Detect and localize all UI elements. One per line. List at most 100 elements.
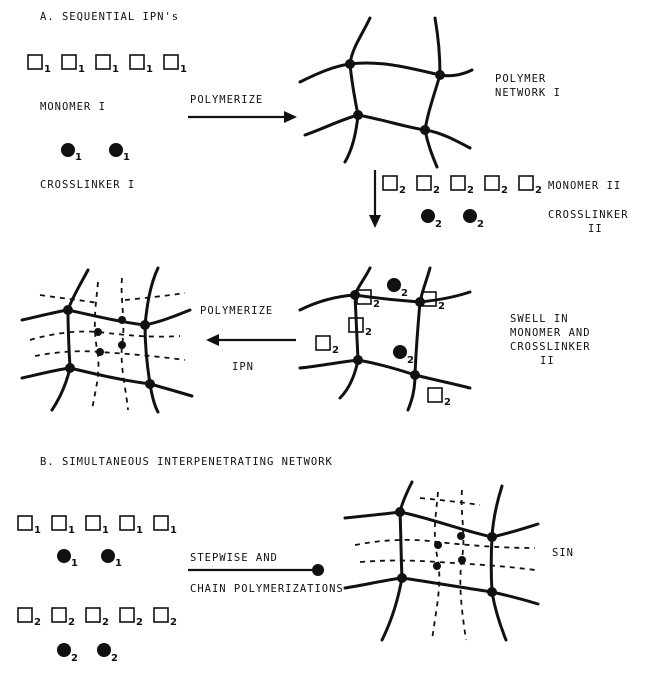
section-b-title: B. SIMULTANEOUS INTERPENETRATING NETWORK [40,456,333,468]
svg-text:2: 2 [399,185,406,196]
svg-text:2: 2 [71,653,78,664]
svg-text:2: 2 [477,219,484,230]
crosslinker-1-unit: 1 [61,143,82,163]
polymerize-2-arrow [206,334,296,346]
monomer-1-unit: 1 [164,55,187,75]
monomer-1-unit: 1 [18,516,41,536]
swell-label-line3: CROSSLINKER [510,341,591,353]
monomer-2-label: MONOMER II [548,180,621,192]
svg-text:2: 2 [501,185,508,196]
monomer-2-unit: 2 [485,176,508,196]
svg-text:1: 1 [170,525,177,536]
svg-text:1: 1 [102,525,109,536]
ipn-label: IPN [232,361,254,373]
polymerize-2-label: POLYMERIZE [200,305,273,317]
svg-text:2: 2 [102,617,109,628]
chain-polymerizations-label: CHAIN POLYMERIZATIONS [190,583,344,595]
svg-text:1: 1 [44,64,51,75]
swollen-crosslinker-2: 2 [387,278,408,299]
monomer-2-unit: 2 [417,176,440,196]
swell-label-line1: SWELL IN [510,313,569,325]
swollen-crosslinker-2: 2 [393,345,414,366]
svg-text:1: 1 [146,64,153,75]
stepwise-label: STEPWISE AND [190,552,278,564]
svg-text:2: 2 [401,288,408,299]
crosslinker-2-label-line2: II [588,223,603,235]
svg-text:1: 1 [123,152,130,163]
crosslinker-2-unit: 2 [57,643,78,664]
svg-text:1: 1 [68,525,75,536]
swollen-monomer-2: 2 [349,318,372,338]
swell-label-line2: MONOMER AND [510,327,591,339]
svg-text:2: 2 [407,355,414,366]
monomer-1-unit: 1 [86,516,109,536]
sin-label: SIN [552,547,574,559]
ipn-network [22,268,192,412]
svg-text:1: 1 [34,525,41,536]
monomer-1-label: MONOMER I [40,101,106,113]
svg-text:1: 1 [180,64,187,75]
monomer-2-row: 2 2 2 2 2 [383,176,542,196]
svg-text:2: 2 [68,617,75,628]
stepwise-arrow [188,564,324,576]
monomer-1-unit: 1 [130,55,153,75]
swollen-monomer-2: 2 [428,388,451,408]
svg-text:2: 2 [136,617,143,628]
svg-text:1: 1 [115,558,122,569]
monomer-1-unit: 1 [154,516,177,536]
monomer-2-unit: 2 [18,608,41,628]
polymerize-arrow [188,111,297,123]
crosslinker-2-row-b: 2 2 [57,643,118,664]
swollen-network: 2 2 2 2 2 2 2 [300,268,470,410]
section-a-title: A. SEQUENTIAL IPN's [40,11,179,23]
crosslinker-2-row: 2 2 [421,209,484,230]
svg-text:1: 1 [78,64,85,75]
svg-text:1: 1 [112,64,119,75]
swollen-monomer-2: 2 [316,336,339,356]
monomer-1-unit: 1 [96,55,119,75]
svg-text:2: 2 [34,617,41,628]
down-arrow [369,170,381,228]
svg-text:2: 2 [444,397,451,408]
polymerize-label: POLYMERIZE [190,94,263,106]
polymer-network-1 [300,18,472,167]
monomer-2-unit: 2 [383,176,406,196]
crosslinker-2-unit: 2 [463,209,484,230]
monomer-1-unit: 1 [28,55,51,75]
swell-label-line4: II [540,355,555,367]
crosslinker-1-unit: 1 [109,143,130,163]
monomer-2-unit: 2 [86,608,109,628]
monomer-2-unit: 2 [120,608,143,628]
svg-text:2: 2 [438,301,445,312]
svg-text:2: 2 [373,299,380,310]
svg-text:2: 2 [170,617,177,628]
crosslinker-1-unit: 1 [57,549,78,569]
monomer-2-unit: 2 [519,176,542,196]
svg-text:2: 2 [535,185,542,196]
monomer-1-row-b: 1 1 1 1 1 [18,516,177,536]
swollen-monomer-2: 2 [357,290,380,310]
monomer-2-row-b: 2 2 2 2 2 [18,608,177,628]
svg-text:2: 2 [365,327,372,338]
monomer-2-unit: 2 [52,608,75,628]
svg-text:1: 1 [136,525,143,536]
crosslinker-1-row-b: 1 1 [57,549,122,569]
monomer-1-unit: 1 [52,516,75,536]
crosslinker-1-row: 1 1 [61,143,130,163]
crosslinker-2-label-line1: CROSSLINKER [548,209,629,221]
svg-text:2: 2 [332,345,339,356]
crosslinker-2-unit: 2 [421,209,442,230]
crosslinker-1-label: CROSSLINKER I [40,179,135,191]
monomer-2-unit: 2 [154,608,177,628]
svg-text:2: 2 [467,185,474,196]
svg-text:2: 2 [111,653,118,664]
crosslinker-1-unit: 1 [101,549,122,569]
network-1-label-line2: NETWORK I [495,87,561,99]
crosslinker-2-unit: 2 [97,643,118,664]
monomer-1-unit: 1 [120,516,143,536]
sin-network [345,482,538,640]
svg-text:1: 1 [71,558,78,569]
svg-text:2: 2 [435,219,442,230]
monomer-1-unit: 1 [62,55,85,75]
